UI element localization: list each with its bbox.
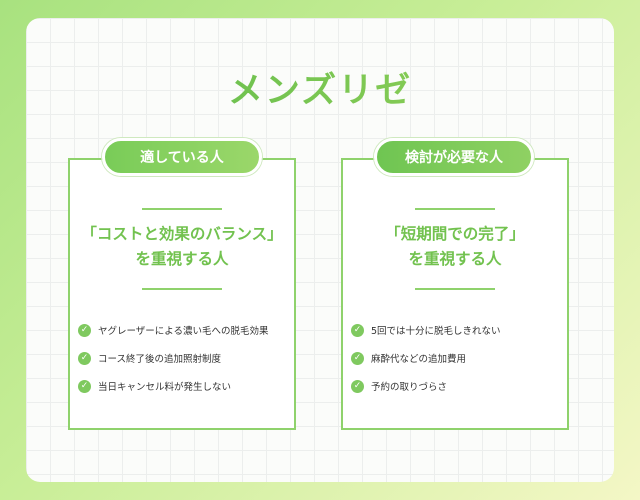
consider-badge: 検討が必要な人 bbox=[374, 138, 534, 176]
list-item: ✓ コース終了後の追加照射制度 bbox=[78, 344, 290, 372]
suitable-card: 「コストと効果のバランス」 を重視する人 ✓ ヤグレーザーによる濃い毛への脱毛効… bbox=[68, 158, 296, 430]
bottom-divider bbox=[142, 288, 222, 290]
list-item: ✓ ヤグレーザーによる濃い毛への脱毛効果 bbox=[78, 316, 290, 344]
suitable-badge: 適している人 bbox=[102, 138, 262, 176]
list-item-text: 麻酔代などの追加費用 bbox=[371, 354, 467, 365]
card-headline: 「短期間での完了」 を重視する人 bbox=[343, 222, 567, 272]
list-item-text: ヤグレーザーによる濃い毛への脱毛効果 bbox=[98, 326, 269, 337]
check-circle-icon: ✓ bbox=[78, 323, 91, 337]
feature-list: ✓ 5回では十分に脱毛しきれない ✓ 麻酔代などの追加費用 ✓ 予約の取りづらさ bbox=[351, 316, 563, 400]
top-divider bbox=[415, 208, 495, 210]
check-circle-icon: ✓ bbox=[78, 379, 91, 393]
check-circle-icon: ✓ bbox=[351, 351, 364, 365]
headline-line-2: を重視する人 bbox=[135, 250, 229, 268]
list-item-text: 当日キャンセル料が発生しない bbox=[98, 382, 232, 393]
page-title: メンズリゼ bbox=[0, 62, 640, 113]
list-item-text: 5回では十分に脱毛しきれない bbox=[371, 326, 501, 337]
bottom-divider bbox=[415, 288, 495, 290]
check-circle-icon: ✓ bbox=[351, 323, 364, 337]
list-item: ✓ 麻酔代などの追加費用 bbox=[351, 344, 563, 372]
top-divider bbox=[142, 208, 222, 210]
headline-line-1: 「短期間での完了」 bbox=[385, 225, 525, 243]
list-item-text: コース終了後の追加照射制度 bbox=[98, 354, 222, 365]
feature-list: ✓ ヤグレーザーによる濃い毛への脱毛効果 ✓ コース終了後の追加照射制度 ✓ 当… bbox=[78, 316, 290, 400]
check-circle-icon: ✓ bbox=[78, 351, 91, 365]
card-headline: 「コストと効果のバランス」 を重視する人 bbox=[70, 222, 294, 272]
headline-line-2: を重視する人 bbox=[408, 250, 502, 268]
headline-line-1: 「コストと効果のバランス」 bbox=[81, 225, 283, 243]
list-item: ✓ 5回では十分に脱毛しきれない bbox=[351, 316, 563, 344]
list-item: ✓ 当日キャンセル料が発生しない bbox=[78, 372, 290, 400]
check-circle-icon: ✓ bbox=[351, 379, 364, 393]
list-item-text: 予約の取りづらさ bbox=[371, 382, 448, 393]
consider-card: 「短期間での完了」 を重視する人 ✓ 5回では十分に脱毛しきれない ✓ 麻酔代な… bbox=[341, 158, 569, 430]
list-item: ✓ 予約の取りづらさ bbox=[351, 372, 563, 400]
